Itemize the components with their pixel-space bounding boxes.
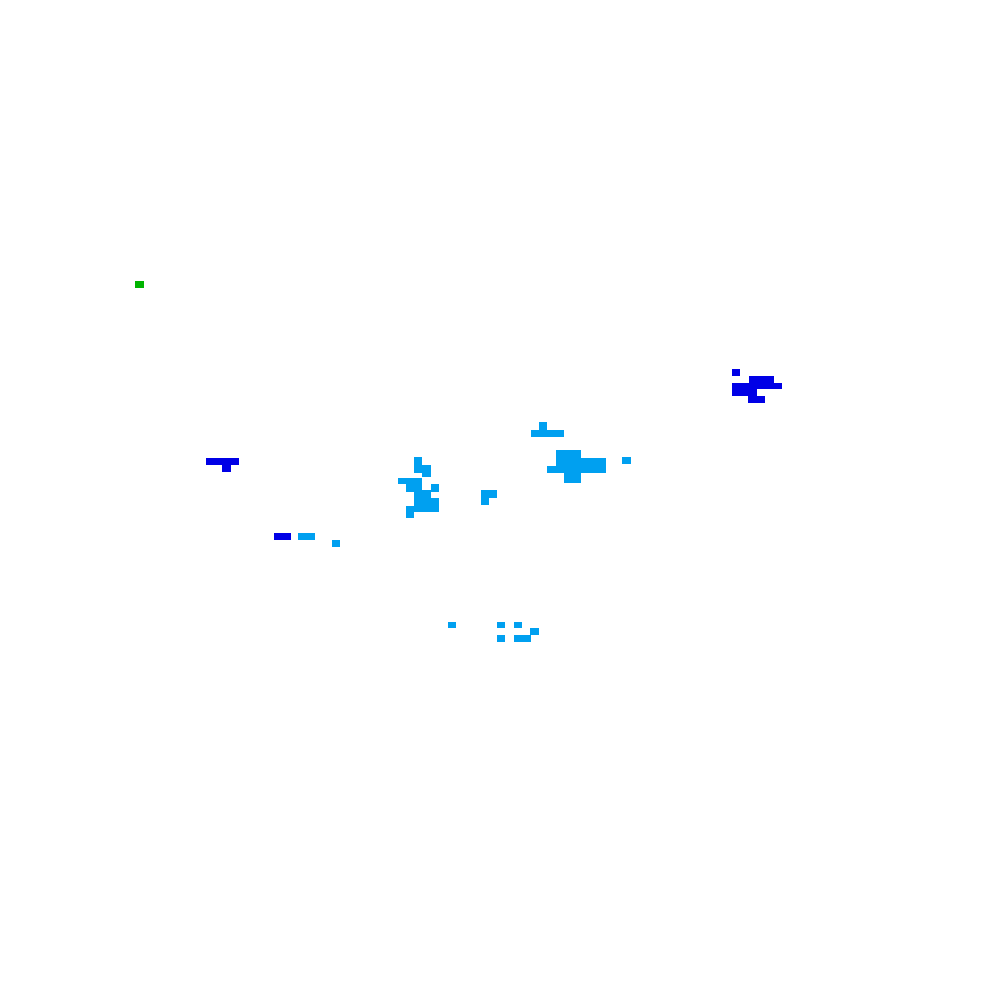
cluster-green-isolated xyxy=(135,281,144,288)
map-cell xyxy=(749,376,774,383)
map-cell xyxy=(406,484,422,492)
map-cell xyxy=(539,422,547,430)
map-cell xyxy=(481,490,497,498)
map-cell xyxy=(481,498,489,505)
map-cell xyxy=(414,498,439,506)
map-cell xyxy=(564,473,581,483)
map-cell xyxy=(274,533,291,540)
cluster-light-blue-south xyxy=(448,622,539,642)
map-cell xyxy=(732,369,740,376)
map-cell xyxy=(530,628,539,635)
map-cell xyxy=(732,383,782,389)
cluster-dark-blue-southwest xyxy=(274,533,291,540)
map-cell xyxy=(531,430,564,437)
map-cell xyxy=(748,396,765,403)
map-cell xyxy=(332,540,340,547)
map-cell xyxy=(497,635,505,642)
map-cell xyxy=(298,533,315,540)
map-cell xyxy=(135,281,144,288)
map-cell xyxy=(414,465,431,473)
map-cell xyxy=(556,458,606,466)
map-cell xyxy=(206,458,239,465)
map-cell xyxy=(514,635,531,642)
map-cell xyxy=(514,622,522,628)
map-cell xyxy=(422,473,431,477)
map-cell xyxy=(732,389,757,396)
map-cell xyxy=(547,466,606,473)
cluster-light-blue-center-east xyxy=(481,422,631,505)
map-cell xyxy=(556,450,581,458)
cluster-light-blue-center xyxy=(398,457,439,518)
cluster-light-blue-southwest xyxy=(298,533,340,547)
cluster-dark-blue-east xyxy=(732,369,782,403)
map-cell xyxy=(414,506,439,512)
map-cell xyxy=(622,457,631,464)
map-cell xyxy=(414,490,431,498)
map-cell xyxy=(398,478,422,484)
map-cell xyxy=(406,506,414,518)
map-cell xyxy=(448,622,456,628)
map-cell xyxy=(414,457,422,465)
map-cell xyxy=(431,484,439,492)
map-cells xyxy=(135,281,782,642)
cluster-dark-blue-west xyxy=(206,458,239,472)
map-cell xyxy=(497,622,505,628)
map-cell xyxy=(222,465,231,472)
